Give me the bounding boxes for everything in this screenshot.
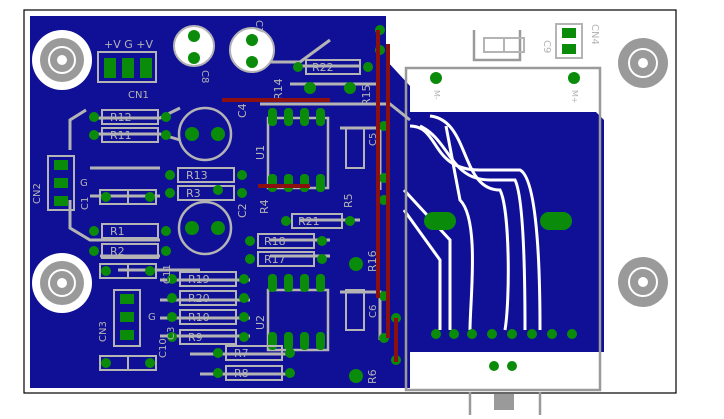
tp-plus-label: M+ <box>570 90 579 104</box>
r10-label: R10 <box>188 311 210 324</box>
connector-cn1: +V G +V CN1 <box>97 38 157 101</box>
r16-label: R16 <box>366 250 379 272</box>
c5-label: C5 <box>368 133 379 146</box>
r20-label: R20 <box>188 292 210 305</box>
r4-label: R4 <box>258 199 271 214</box>
resistor-r10: R10 <box>167 309 249 325</box>
tp-minus-label: M- <box>432 90 441 100</box>
r3-label: R3 <box>186 187 201 200</box>
resistor-r17: R17 <box>245 251 327 267</box>
resistor-r7: R7 <box>213 345 295 361</box>
c2-label: C2 <box>236 203 249 218</box>
c9-label: C9 <box>541 40 552 53</box>
mounting-hole-top-right <box>618 38 668 88</box>
board-edge-traces <box>404 30 602 415</box>
cn2-g-label: G <box>80 178 88 189</box>
r6-label: R6 <box>366 369 379 384</box>
c1-label: C1 <box>80 197 91 210</box>
r1-label: R1 <box>110 225 125 238</box>
r2-label: R2 <box>110 245 125 258</box>
jumper-wires <box>222 30 398 362</box>
c6-label: C6 <box>368 305 379 318</box>
cap-c8: C8 <box>173 25 215 83</box>
motor-slot-right <box>540 212 572 230</box>
r5-label: R5 <box>342 193 355 208</box>
c10-label: C10 <box>158 338 169 358</box>
cap-c7: C7 <box>229 20 275 73</box>
mounting-hole-top-left <box>32 30 92 90</box>
motor-pad-minus: M- <box>430 72 442 100</box>
resistor-r1: R1 <box>89 223 171 239</box>
connector-cn3: CN3 G <box>98 289 156 347</box>
r12-label: R12 <box>110 111 132 124</box>
resistor-r13: R13 <box>165 167 247 183</box>
cap-c11: C11 <box>99 263 173 284</box>
resistor-r8: R8 <box>213 365 295 381</box>
r11-label: R11 <box>110 129 132 142</box>
cap-c9: C9 <box>483 37 552 53</box>
c4-label: C4 <box>236 103 249 118</box>
c8-label: C8 <box>199 70 210 83</box>
resistor-r22: R22 <box>293 59 373 75</box>
r17-label: R17 <box>264 253 286 266</box>
r22-label: R22 <box>312 61 334 74</box>
usb-footprint <box>494 394 514 410</box>
connector-cn2: CN2 G <box>32 155 88 211</box>
r7-label: R7 <box>234 347 249 360</box>
cn3-g-label: G <box>148 312 156 323</box>
r9-label: R9 <box>188 331 203 344</box>
ic-u2: U2 <box>254 274 330 352</box>
resistor-r3: R3 <box>165 185 247 201</box>
cn2-label: CN2 <box>32 183 43 204</box>
c11-label: C11 <box>162 264 173 284</box>
resistor-r12: R12 <box>89 109 171 125</box>
mounting-hole-bottom-left <box>32 253 92 313</box>
c7-label: C7 <box>253 20 264 33</box>
r19-label: R19 <box>188 273 210 286</box>
r13-label: R13 <box>186 169 208 182</box>
cap-c4: C4 <box>177 103 249 162</box>
motor-pad-plus: M+ <box>568 72 580 104</box>
r8-label: R8 <box>234 367 249 380</box>
resistor-r19: R19 <box>167 271 249 287</box>
resistor-r9: R9 <box>167 329 249 345</box>
r14-label: R14 <box>272 78 285 100</box>
resistor-r2: R2 <box>89 243 171 259</box>
r18-label: R18 <box>264 235 286 248</box>
cn3-label: CN3 <box>98 321 109 342</box>
mounting-hole-bottom-right <box>618 257 668 307</box>
c3-label: C3 <box>166 327 177 340</box>
motor-traces <box>402 114 542 331</box>
r15-label: R15 <box>360 84 373 106</box>
cn1-label: CN1 <box>128 90 149 101</box>
cap-c1: C1 <box>80 189 157 210</box>
cap-c6: C6 <box>345 289 379 331</box>
header-row-pads <box>431 329 577 371</box>
copper-pour-right <box>404 112 604 352</box>
cn1-pin-labels: +V G +V <box>104 38 153 51</box>
r21-label: R21 <box>298 215 320 228</box>
u1-label: U1 <box>254 145 267 160</box>
resistor-r21: R21 <box>281 213 355 229</box>
cap-c5: C5 <box>345 127 379 169</box>
u2-label: U2 <box>254 315 267 330</box>
resistor-r11: R11 <box>89 127 171 143</box>
cap-c10: C10 <box>99 338 169 371</box>
motor-slot-left <box>424 212 456 230</box>
connector-cn4: CN4 <box>555 23 600 59</box>
cn4-label: CN4 <box>589 24 600 45</box>
cap-c2: C2 <box>177 200 249 256</box>
resistor-r18: R18 <box>245 233 327 249</box>
resistor-r20: R20 <box>167 290 249 306</box>
